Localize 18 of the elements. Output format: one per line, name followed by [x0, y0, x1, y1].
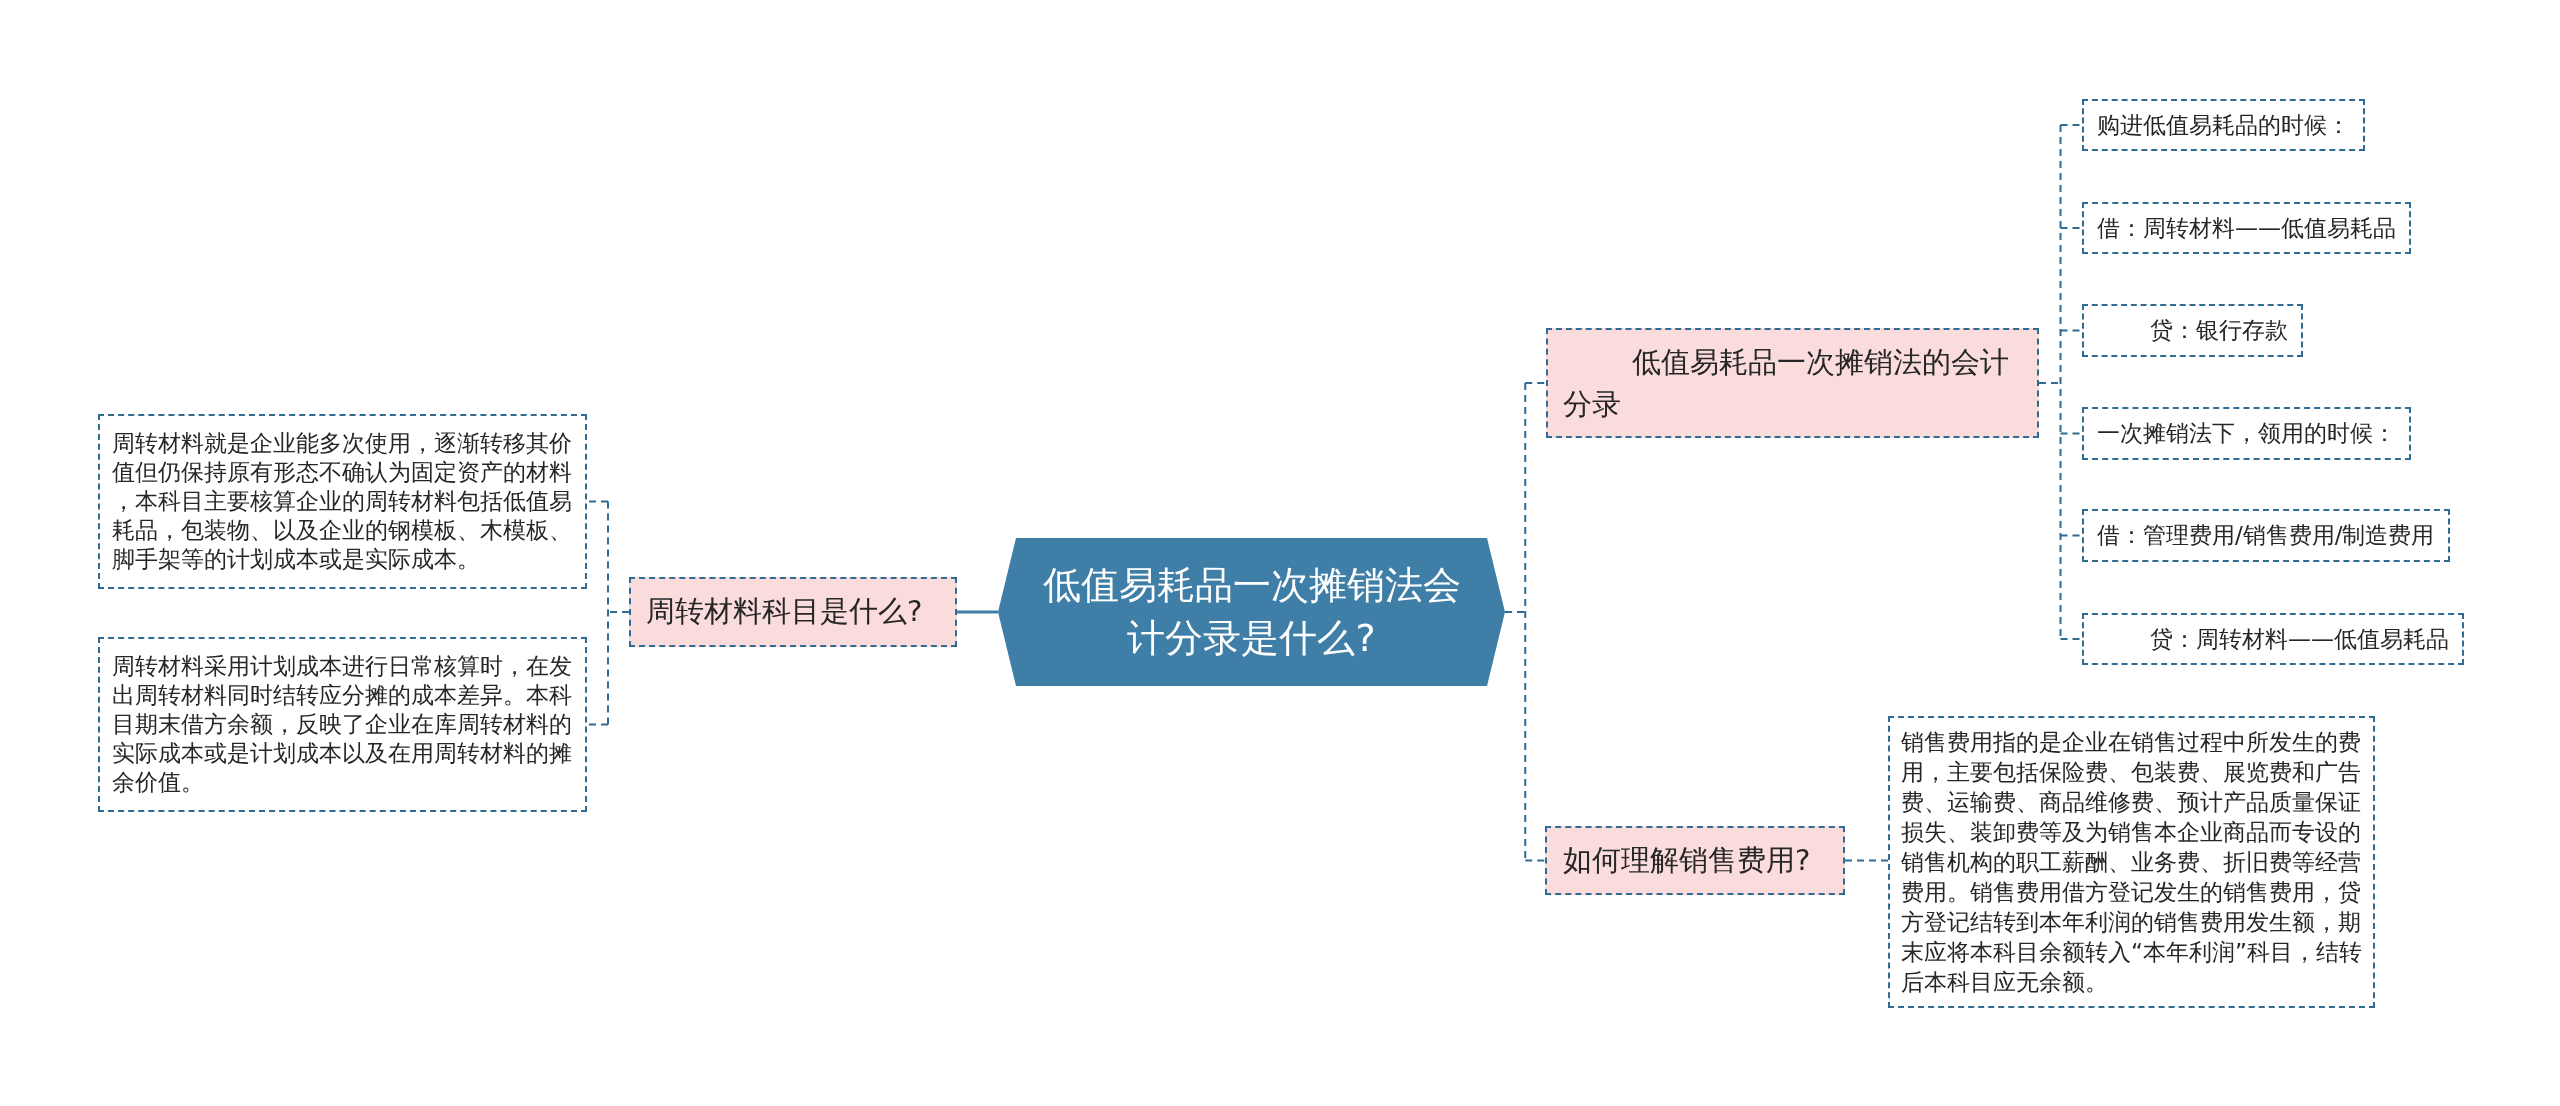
connector-line	[957, 610, 998, 614]
connector-line	[586, 500, 630, 726]
topic-box: 如何理解销售费用?	[1545, 826, 1845, 895]
entry-box: 借：周转材料——低值易耗品	[2082, 202, 2411, 254]
note-box: 周转材料就是企业能多次使用，逐渐转移其价值但仍保持原有形态不确认为固定资产的材料，本科目主要核算企业的周转材料包括低值易耗品，包装物、以及企业的钢模板、木模板、脚手架等的计划成本或是实际成本。	[98, 414, 587, 589]
topic-box: 低值易耗品一次摊销法的会计分录	[1546, 328, 2039, 438]
connector-line	[2038, 124, 2083, 640]
connector-line	[1504, 382, 1547, 862]
entry-box: 借：管理费用/销售费用/制造费用	[2082, 509, 2450, 562]
entry-box: 贷：周转材料——低值易耗品	[2082, 613, 2464, 665]
topic-box: 周转材料科目是什么?	[629, 577, 957, 647]
connector-line	[1844, 859, 1889, 862]
entry-box: 贷：银行存款	[2082, 304, 2303, 357]
note-box: 销售费用指的是企业在销售过程中所发生的费用，主要包括保险费、包装费、展览费和广告费、运输费、商品维修费、预计产品质量保证损失、装卸费等及为销售本企业商品而专设的销售机构的职工薪酬、业务费、折旧费等经营费用。销售费用借方登记发生的销售费用，贷方登记结转到本年利润的销售费用发生额，期末应将本科目余额转入“本年利润”科目，结转后本科目应无余额。	[1888, 716, 2375, 1008]
entry-box: 购进低值易耗品的时候：	[2082, 99, 2365, 151]
hexagon-node: 低值易耗品一次摊销法会计分录是什么?	[998, 538, 1505, 686]
note-box: 周转材料采用计划成本进行日常核算时，在发出周转材料同时结转应分摊的成本差异。本科目期末借方余额，反映了企业在库周转材料的实际成本或是计划成本以及在用周转材料的摊余价值。	[98, 637, 587, 812]
entry-box: 一次摊销法下，领用的时候：	[2082, 407, 2411, 460]
